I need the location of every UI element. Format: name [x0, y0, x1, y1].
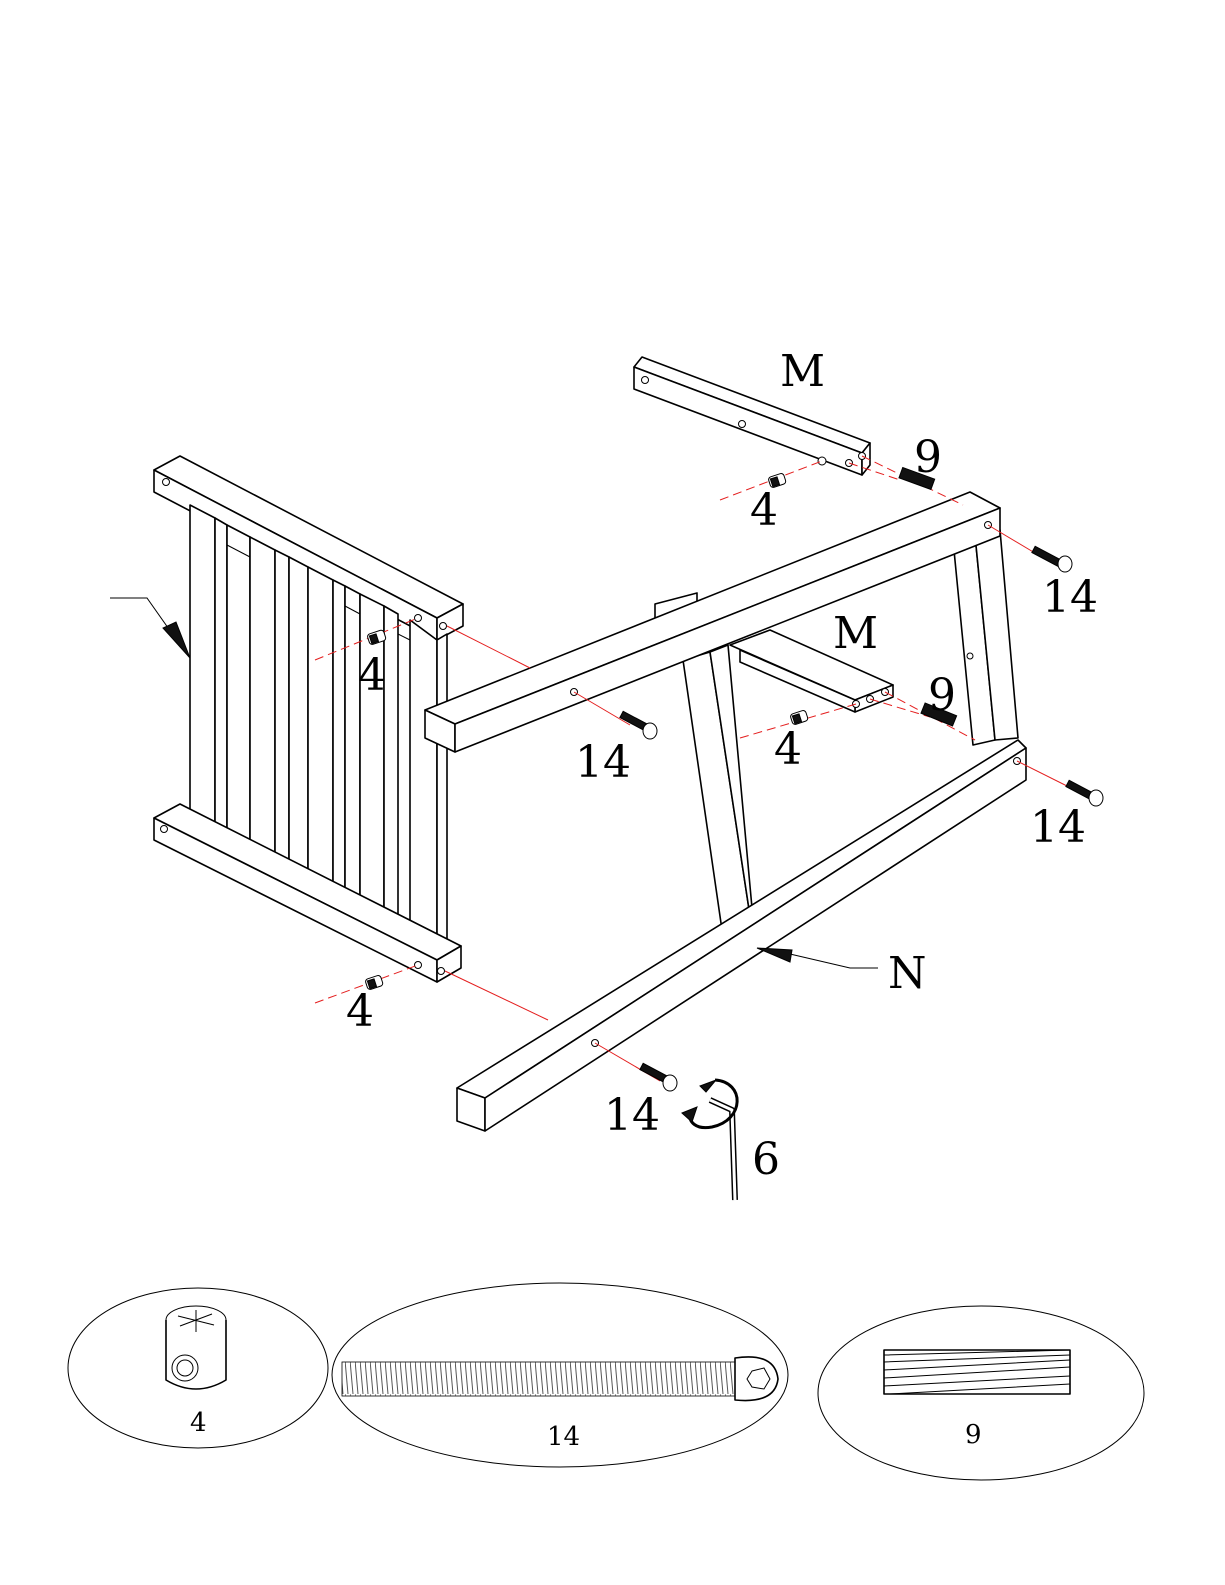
detail-dowel	[818, 1306, 1144, 1480]
back-panel	[154, 456, 463, 982]
barrel-nut-middle	[790, 710, 809, 725]
allen-key-icon	[682, 1080, 737, 1200]
label-dowel-top: 9	[914, 436, 942, 480]
label-part-m-top: M	[780, 350, 825, 394]
callout-barrel-nut: 4	[190, 1410, 207, 1436]
part-n-leader	[757, 948, 878, 968]
label-nut-middle: 4	[774, 728, 802, 772]
label-nut-left-lower: 4	[346, 990, 374, 1034]
bolt-bottom	[640, 1063, 677, 1091]
rail-m-top	[634, 357, 870, 475]
label-nut-top: 4	[750, 489, 778, 533]
label-part-n: N	[888, 952, 927, 996]
callout-dowel: 9	[965, 1422, 982, 1448]
label-bolt-center: 14	[575, 741, 631, 785]
label-bolt-bottom: 14	[604, 1094, 660, 1138]
front-leg-frame	[425, 492, 1026, 1131]
bolt-right-upper	[1032, 546, 1072, 572]
label-dowel-middle: 9	[928, 674, 956, 718]
label-nut-left-upper: 4	[358, 654, 386, 698]
bolt-center	[620, 711, 657, 739]
label-allen-key: 6	[752, 1138, 780, 1182]
label-bolt-right-upper: 14	[1042, 576, 1098, 620]
label-part-m-middle: M	[833, 612, 878, 656]
callout-long-bolt: 14	[547, 1424, 580, 1450]
label-bolt-right-lower: 14	[1030, 806, 1086, 850]
back-panel-leader	[110, 598, 190, 658]
